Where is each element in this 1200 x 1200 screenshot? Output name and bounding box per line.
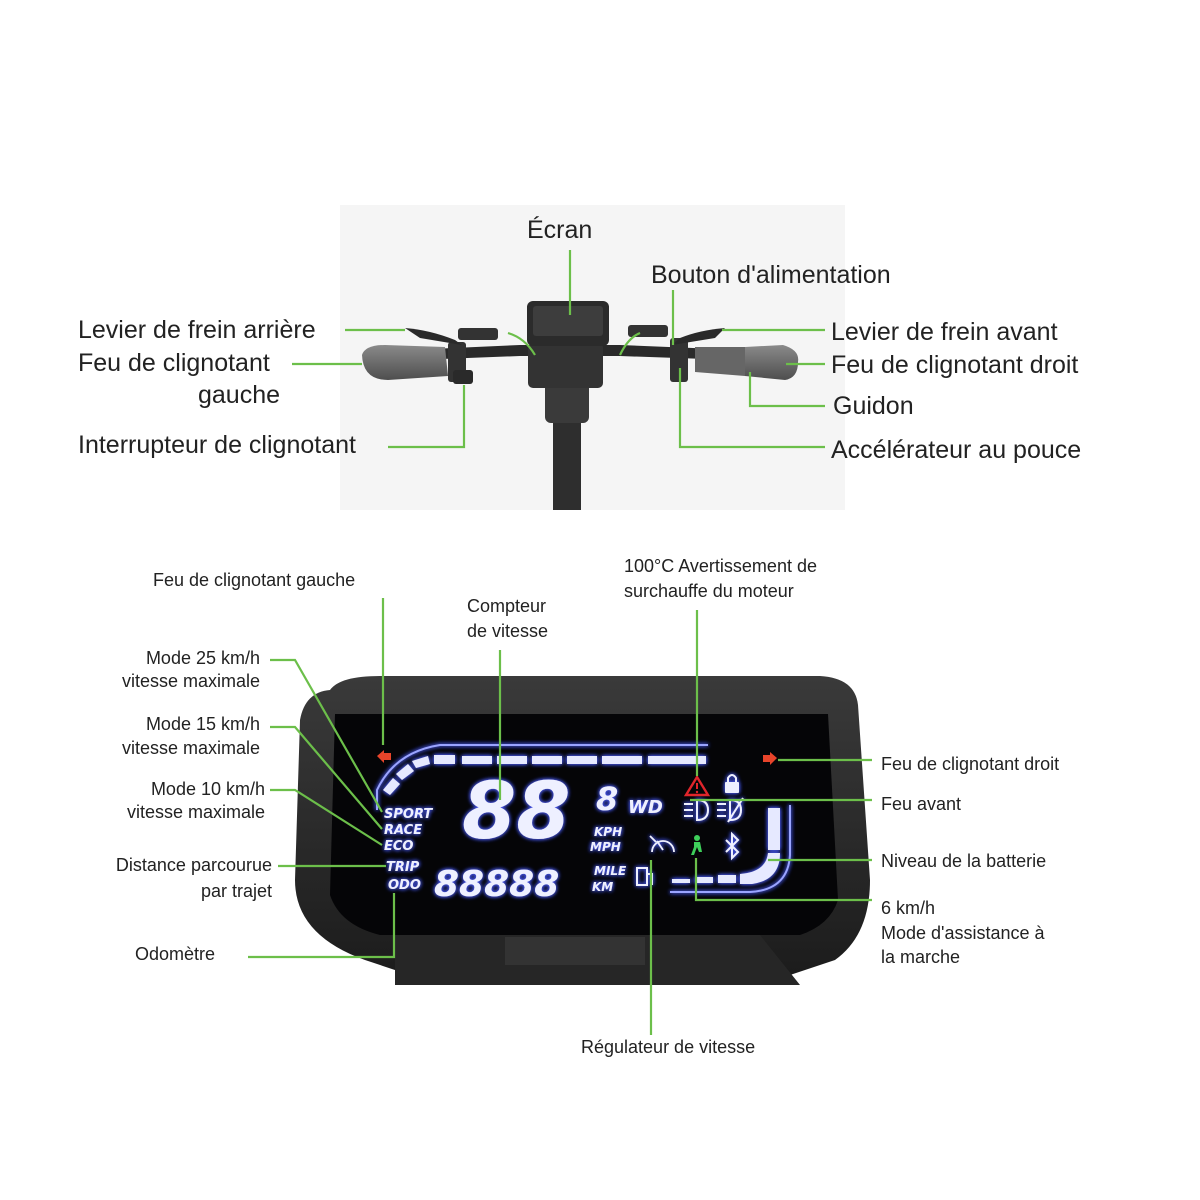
- label-mode10-2: vitesse maximale: [127, 802, 265, 822]
- lcd-mile: MILE: [594, 864, 627, 878]
- label-left-indicator-display: Feu de clignotant gauche: [153, 570, 355, 590]
- label-mode15: Mode 15 km/h: [146, 714, 260, 734]
- label-walk: 6 km/h: [881, 898, 935, 918]
- lcd-trip: TRIP: [386, 860, 420, 875]
- label-battery: Niveau de la batterie: [881, 851, 1046, 871]
- speed-bar-segments: [383, 755, 706, 795]
- label-headlight: Feu avant: [881, 794, 961, 814]
- label-speedometer: Compteur: [467, 596, 546, 616]
- label-handlebar: Guidon: [833, 392, 914, 420]
- lcd-speed: 88: [462, 767, 571, 857]
- label-indicator-switch: Interrupteur de clignotant: [78, 431, 356, 459]
- indicator-switch: [453, 370, 473, 384]
- label-overheat: 100°C Avertissement de: [624, 556, 817, 576]
- right-indicator-icon: [763, 752, 777, 765]
- label-speedometer-2: de vitesse: [467, 621, 548, 641]
- label-thumb-throttle: Accélérateur au pouce: [831, 436, 1081, 464]
- lcd-gear: 8: [596, 780, 618, 818]
- label-walk-3: la marche: [881, 947, 960, 967]
- lcd-odometer: 88888: [434, 864, 559, 905]
- lcd-sport: SPORT: [384, 807, 433, 822]
- label-overheat-2: surchauffe du moteur: [624, 581, 794, 601]
- label-odometer: Odomètre: [135, 944, 215, 964]
- front-brake-lever: [672, 328, 725, 345]
- lcd-odo: ODO: [388, 878, 421, 893]
- label-left-indicator-2: gauche: [198, 381, 280, 409]
- stem-clamp: [528, 343, 603, 388]
- label-front-brake: Levier de frein avant: [831, 318, 1058, 346]
- bluetooth-icon: [725, 831, 740, 861]
- lcd-race: RACE: [384, 823, 422, 838]
- right-grip: [745, 345, 799, 380]
- label-walk-2: Mode d'assistance à: [881, 923, 1046, 943]
- label-mode15-2: vitesse maximale: [122, 738, 260, 758]
- label-mode10: Mode 10 km/h: [151, 779, 265, 799]
- left-grip: [362, 345, 448, 380]
- left-indicator-icon: [377, 750, 391, 763]
- lcd-display: SPORT RACE ECO TRIP ODO 88 8 WD KPH MPH …: [295, 676, 870, 985]
- label-rear-brake: Levier de frein arrière: [78, 316, 316, 344]
- label-left-indicator: Feu de clignotant: [78, 349, 270, 377]
- lcd-mph: MPH: [590, 840, 621, 854]
- lock-icon: [725, 774, 739, 793]
- label-trip-2: par trajet: [201, 881, 272, 901]
- label-right-indicator-display: Feu de clignotant droit: [881, 754, 1059, 774]
- label-mode25: Mode 25 km/h: [146, 648, 260, 668]
- headlight-icon: [684, 798, 710, 822]
- lcd-eco: ECO: [384, 839, 413, 854]
- label-right-indicator: Feu de clignotant droit: [831, 351, 1078, 379]
- handlebar-leaders: [292, 250, 825, 449]
- lcd-km: KM: [592, 880, 613, 894]
- overheat-warning-icon: [683, 774, 711, 797]
- label-mode25-2: vitesse maximale: [122, 671, 260, 691]
- lcd-wd: WD: [628, 797, 663, 818]
- label-power-button: Bouton d'alimentation: [651, 261, 891, 289]
- label-cruise: Régulateur de vitesse: [581, 1037, 755, 1057]
- rear-brake-lever: [405, 328, 462, 345]
- lcd-kph: KPH: [594, 825, 622, 839]
- walk-assist-icon: [691, 835, 702, 855]
- display-leaders: [248, 598, 872, 1035]
- handlebar-photo: [340, 205, 845, 510]
- cruise-control-icon: [649, 835, 675, 853]
- label-trip: Distance parcourue: [116, 855, 272, 875]
- label-screen: Écran: [527, 215, 592, 244]
